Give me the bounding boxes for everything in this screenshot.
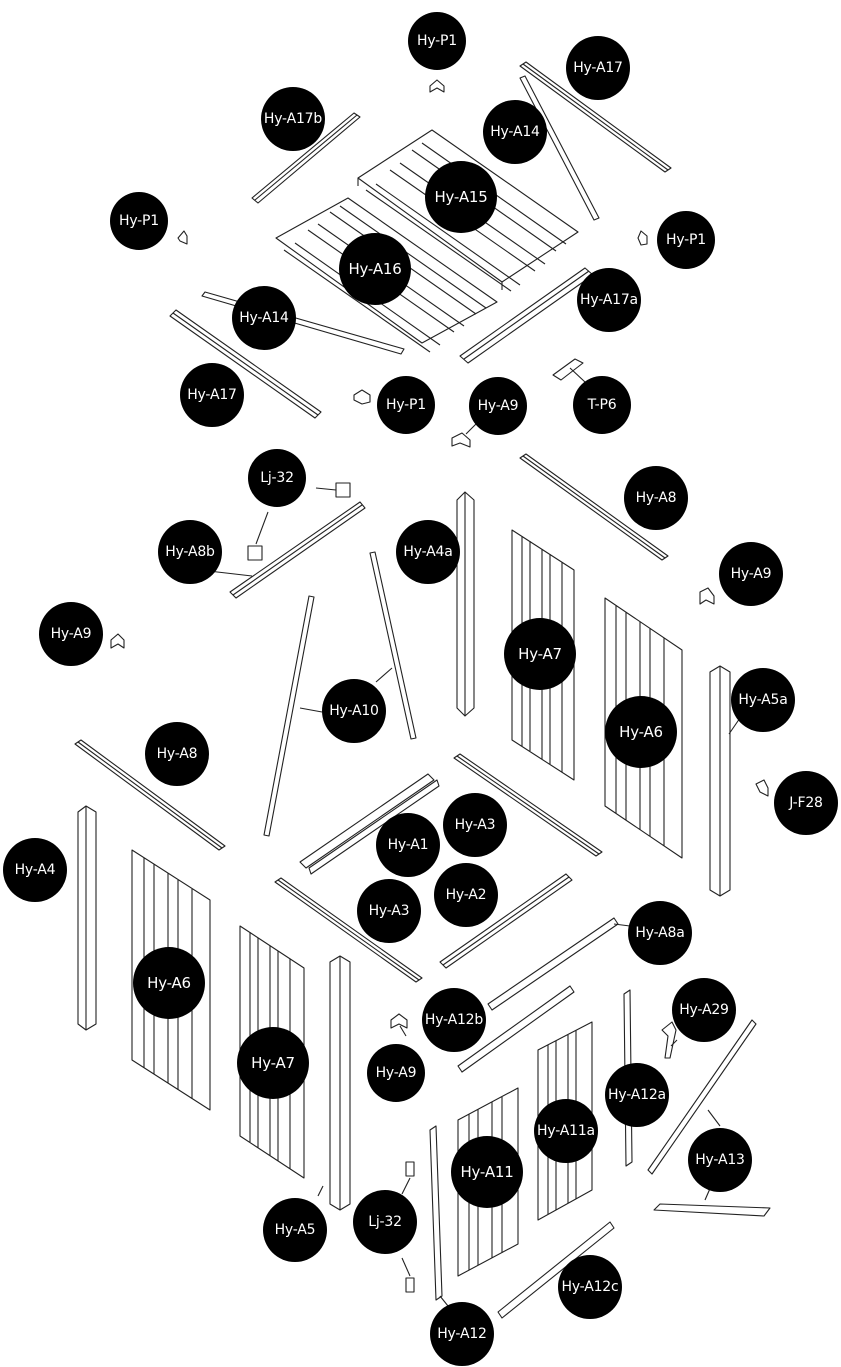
label-hy-a14-mid: Hy-A14 xyxy=(232,286,296,350)
door-rail-a13-bottom xyxy=(653,1203,771,1217)
label-hy-a11: Hy-A11 xyxy=(451,1136,523,1208)
label-hy-a9-roof: Hy-A9 xyxy=(469,377,527,435)
floor-rail-a1 xyxy=(299,773,440,875)
bracket-p1-right xyxy=(637,230,648,246)
roof-rail-a17b xyxy=(251,112,361,204)
label-hy-p1-left: Hy-P1 xyxy=(110,192,168,250)
bracket-a9-left xyxy=(110,633,125,649)
label-hy-a5a: Hy-A5a xyxy=(731,668,795,732)
bracket-a9-roof xyxy=(451,432,471,448)
door-rail-a12c xyxy=(497,1221,615,1319)
label-hy-a8a: Hy-A8a xyxy=(628,901,692,965)
label-hy-a17a: Hy-A17a xyxy=(577,268,641,332)
column-a5 xyxy=(329,955,351,1211)
roof-rail-a17-mid xyxy=(169,309,322,419)
label-hy-a4a: Hy-A4a xyxy=(396,520,460,584)
label-hy-a16: Hy-A16 xyxy=(339,233,411,305)
label-j-f28: J-F28 xyxy=(774,771,838,835)
label-t-p6: T-P6 xyxy=(573,376,631,434)
label-hy-a8-right: Hy-A8 xyxy=(624,466,688,530)
label-hy-a29: Hy-A29 xyxy=(672,978,736,1042)
label-hy-a12b: Hy-A12b xyxy=(422,988,486,1052)
brace-a10-left xyxy=(263,595,315,837)
label-hy-a12a: Hy-A12a xyxy=(605,1063,669,1127)
label-hy-a12: Hy-A12 xyxy=(430,1302,494,1366)
label-hy-p1-right: Hy-P1 xyxy=(657,211,715,269)
label-hy-a1: Hy-A1 xyxy=(376,813,440,877)
hinge-lj32-c xyxy=(405,1161,415,1177)
bracket-a9-right xyxy=(699,587,715,605)
door-rail-a12b xyxy=(457,985,575,1073)
label-hy-a2: Hy-A2 xyxy=(434,863,498,927)
label-hy-a5: Hy-A5 xyxy=(263,1198,327,1262)
label-lj-32-bottom: Lj-32 xyxy=(353,1190,417,1254)
label-hy-a17-mid: Hy-A17 xyxy=(180,363,244,427)
latch-a29 xyxy=(661,1021,677,1059)
label-hy-a12c: Hy-A12c xyxy=(558,1255,622,1319)
beam-a8b xyxy=(229,501,366,599)
label-hy-a6-front: Hy-A6 xyxy=(133,947,205,1019)
label-hy-a11a: Hy-A11a xyxy=(534,1099,598,1163)
door-post-a12 xyxy=(429,1125,443,1301)
floor-rail-a3-top xyxy=(453,753,603,857)
door-brace-a13 xyxy=(647,1019,757,1175)
label-lj-32-top: Lj-32 xyxy=(248,449,306,507)
label-hy-a17b: Hy-A17b xyxy=(261,87,325,151)
label-hy-a15: Hy-A15 xyxy=(425,161,497,233)
label-hy-a17-top: Hy-A17 xyxy=(566,36,630,100)
part-t-p6 xyxy=(552,358,584,381)
bracket-p1-left xyxy=(177,230,188,245)
bracket-p1-top xyxy=(429,79,445,93)
label-hy-a8b: Hy-A8b xyxy=(158,520,222,584)
label-hy-a3-top: Hy-A3 xyxy=(443,793,507,857)
part-j-f28 xyxy=(755,779,769,797)
label-hy-a14-top: Hy-A14 xyxy=(483,100,547,164)
label-hy-a10: Hy-A10 xyxy=(322,679,386,743)
beam-a8-right xyxy=(519,453,669,561)
label-hy-a3-bottom: Hy-A3 xyxy=(357,879,421,943)
label-hy-a6-back: Hy-A6 xyxy=(605,696,677,768)
label-hy-a7-front: Hy-A7 xyxy=(237,1027,309,1099)
label-hy-a9-right: Hy-A9 xyxy=(719,542,783,606)
label-hy-a13: Hy-A13 xyxy=(688,1128,752,1192)
bracket-p1-bottom xyxy=(353,389,371,405)
roof-rail-a17-top xyxy=(519,61,672,173)
column-a5a xyxy=(709,665,731,897)
label-hy-a9-floor: Hy-A9 xyxy=(367,1044,425,1102)
beam-a8-left xyxy=(74,739,226,851)
label-hy-p1-bottom: Hy-P1 xyxy=(377,376,435,434)
column-a4 xyxy=(77,805,97,1031)
label-hy-a8-left: Hy-A8 xyxy=(145,722,209,786)
label-hy-a4: Hy-A4 xyxy=(3,838,67,902)
label-hy-p1-top: Hy-P1 xyxy=(408,12,466,70)
brace-a10-right xyxy=(369,551,417,740)
label-hy-a7-back: Hy-A7 xyxy=(504,618,576,690)
label-hy-a9-left: Hy-A9 xyxy=(39,602,103,666)
hinge-lj32-d xyxy=(405,1277,415,1293)
hinge-lj32-b xyxy=(247,545,263,561)
column-a4a xyxy=(456,491,475,717)
floor-rail-a3-bottom xyxy=(274,877,423,983)
bracket-a9-floor xyxy=(390,1013,408,1029)
floor-rail-a2 xyxy=(439,873,573,969)
